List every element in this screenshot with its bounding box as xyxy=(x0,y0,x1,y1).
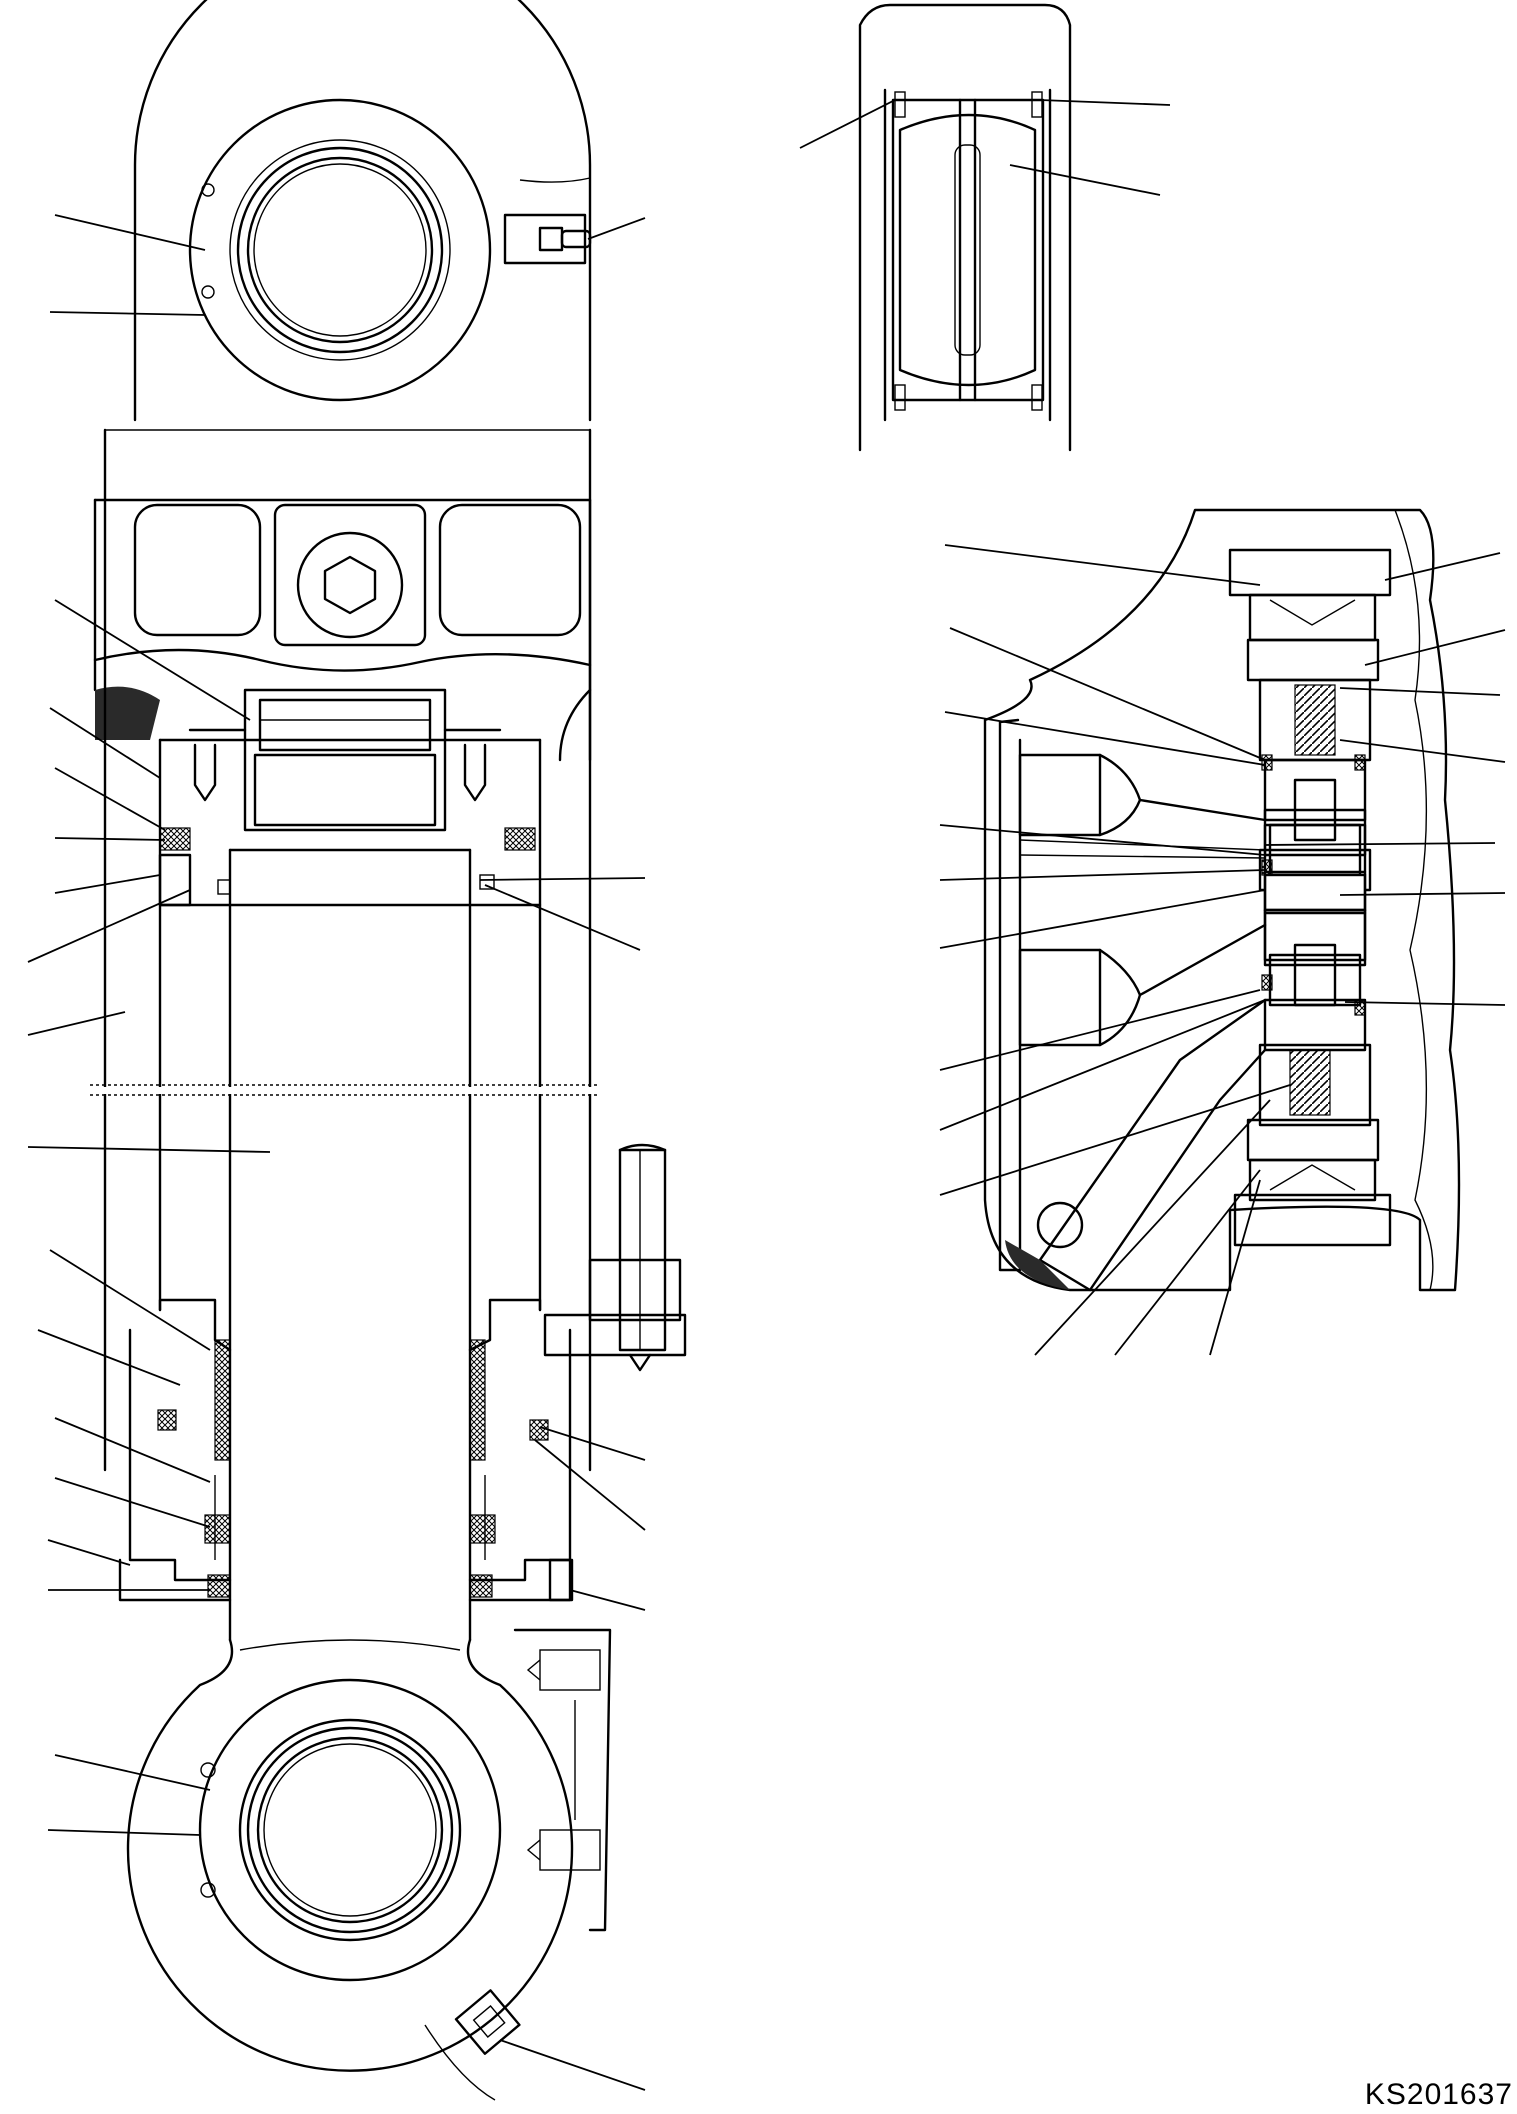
leader-lines-main xyxy=(27,214,646,2091)
cushion-valve-detail xyxy=(939,508,1506,1356)
rod-eye xyxy=(126,1628,612,2101)
cylinder-assembly-section xyxy=(27,0,687,2101)
piston-rod xyxy=(228,848,472,1642)
cylinder-gland xyxy=(118,1298,574,1602)
piston-seals xyxy=(158,827,536,907)
cylinder-head-block xyxy=(93,498,592,762)
rod-head-nut xyxy=(188,688,502,832)
cylinder-tube xyxy=(103,428,592,1472)
bottom-eye xyxy=(105,0,592,431)
side-piping xyxy=(543,1143,687,1372)
drawing-code-label: KS201637 xyxy=(1364,2078,1513,2111)
rod-end-bushing-detail xyxy=(799,3,1171,452)
break-line xyxy=(90,1084,600,1096)
